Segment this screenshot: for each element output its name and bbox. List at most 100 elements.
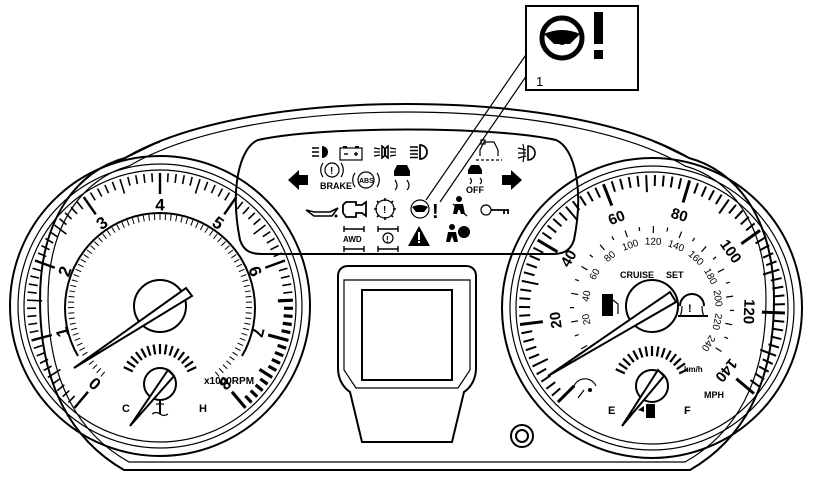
speed-minor-tick xyxy=(734,209,744,220)
speed-kmh-label: 20 xyxy=(581,312,594,325)
speed-kmh-tick xyxy=(725,322,733,326)
tachometer-inner-tick xyxy=(238,268,245,273)
tachometer-minor-tick xyxy=(281,329,291,335)
speed-minor-tick xyxy=(523,338,535,343)
tachometer-inner-tick xyxy=(241,332,248,336)
fuel-tick xyxy=(644,346,649,357)
tachometer-minor-tick xyxy=(44,237,54,244)
cluster-housing xyxy=(38,102,776,471)
callout-number: 1 xyxy=(536,74,543,89)
tachometer-major-tick xyxy=(82,196,97,215)
tire-pressure-service-icon: ! xyxy=(374,198,396,220)
speed-minor-tick xyxy=(571,200,581,211)
tachometer-minor-tick xyxy=(282,283,292,287)
tachometer-minor-tick xyxy=(28,322,38,326)
speed-kmh-label: 180 xyxy=(701,267,719,287)
speed-minor-tick xyxy=(594,187,601,199)
speed-minor-tick xyxy=(546,224,557,234)
tachometer-inner-tick xyxy=(227,249,234,255)
speed-kmh-tick xyxy=(589,254,594,258)
speed-minor-tick xyxy=(541,231,553,240)
tachometer-inner-tick xyxy=(243,284,250,288)
tachometer-minor-tick xyxy=(111,181,117,191)
speed-kmh-tick xyxy=(611,236,615,241)
speed-mph-label: 20 xyxy=(547,311,566,330)
right-turn-arrow-icon xyxy=(502,170,522,190)
speed-kmh-tick xyxy=(725,281,730,284)
mph-unit-label: MPH xyxy=(704,390,724,400)
tachometer-inner-tick xyxy=(137,216,140,223)
tachometer-inner-tick xyxy=(106,230,112,236)
svg-text:!: ! xyxy=(386,235,389,244)
speed-mph-label: 100 xyxy=(716,237,744,267)
speed-kmh-tick xyxy=(574,278,580,282)
tachometer-inner-tick xyxy=(226,360,232,365)
tachometer-minor-tick xyxy=(273,252,283,258)
tachometer-minor-tick xyxy=(247,212,256,220)
tachometer-minor-tick xyxy=(27,291,37,294)
temperature-tick xyxy=(184,360,194,369)
steering-wheel-exclamation-icon xyxy=(539,12,603,61)
speed-kmh-tick xyxy=(678,231,683,239)
callout-box: 1 xyxy=(525,5,639,91)
svg-text:!: ! xyxy=(688,303,692,315)
speed-kmh-tick xyxy=(715,347,722,352)
speed-kmh-tick xyxy=(599,244,605,251)
tachometer-inner-tick xyxy=(71,279,78,283)
tachometer-inner-tick xyxy=(98,237,103,243)
speed-minor-tick xyxy=(525,345,537,352)
temperature-tick xyxy=(146,345,152,356)
tachometer-inner-tick xyxy=(74,337,81,341)
speed-minor-tick xyxy=(762,268,780,276)
tachometer-inner-tick xyxy=(208,230,214,236)
tachometer-inner-tick xyxy=(71,327,78,331)
tachometer-minor-tick xyxy=(134,175,139,185)
tachometer-inner-tick xyxy=(94,241,100,247)
speedometer-needle xyxy=(547,290,678,377)
speed-minor-tick xyxy=(579,195,587,206)
speed-minor-tick xyxy=(520,288,532,293)
tachometer-inner-tick xyxy=(90,245,96,250)
fuel-full-label: F xyxy=(684,405,691,417)
tachometer-minor-tick xyxy=(43,365,52,372)
tachometer-inner-tick xyxy=(76,342,83,347)
speed-minor-tick xyxy=(700,186,708,197)
tachometer-inner-tick xyxy=(213,233,218,240)
tachometer-minor-tick xyxy=(27,314,37,318)
speed-minor-tick xyxy=(645,175,648,193)
seatbelt-icon xyxy=(452,196,468,217)
tachometer-inner-tick xyxy=(175,215,178,222)
tachometer-inner-tick xyxy=(100,371,106,377)
speed-minor-tick xyxy=(661,175,665,187)
speed-minor-tick xyxy=(758,365,770,373)
speed-minor-tick xyxy=(523,271,535,277)
tachometer-minor-tick xyxy=(51,378,61,385)
brake-label: BRAKE xyxy=(320,181,352,191)
temperature-gauge: C H xyxy=(122,344,207,427)
speed-kmh-tick xyxy=(571,292,579,296)
tire-pressure-icon: ! xyxy=(678,293,708,317)
fuel-tick xyxy=(660,347,666,358)
fuel-tick xyxy=(615,368,626,375)
tachometer-minor-tick xyxy=(283,314,293,319)
tachometer-minor-tick xyxy=(39,358,49,364)
tachometer-inner-tick xyxy=(116,224,121,231)
tachometer-inner-tick xyxy=(82,351,88,356)
tachometer-minor-tick xyxy=(119,178,126,194)
tachometer-inner-tick xyxy=(121,222,125,228)
speed-kmh-label: 140 xyxy=(666,238,686,254)
tachometer-minor-tick xyxy=(76,201,84,210)
tachometer-minor-tick xyxy=(280,275,290,279)
callout-leader-lines xyxy=(425,45,541,203)
tachometer-minor-tick xyxy=(249,389,259,398)
tachometer-inner-tick xyxy=(204,227,209,233)
tachometer-minor-tick xyxy=(36,351,46,357)
speed-minor-tick xyxy=(773,319,785,323)
speed-mph-label: 60 xyxy=(606,207,628,229)
fuel-tick xyxy=(626,353,635,363)
speed-major-tick xyxy=(740,229,761,246)
tachometer-inner-tick xyxy=(242,279,249,283)
tachometer-minor-tick xyxy=(203,181,209,191)
tachometer-minor-tick xyxy=(166,173,169,183)
tachometer-ticks xyxy=(27,173,294,409)
